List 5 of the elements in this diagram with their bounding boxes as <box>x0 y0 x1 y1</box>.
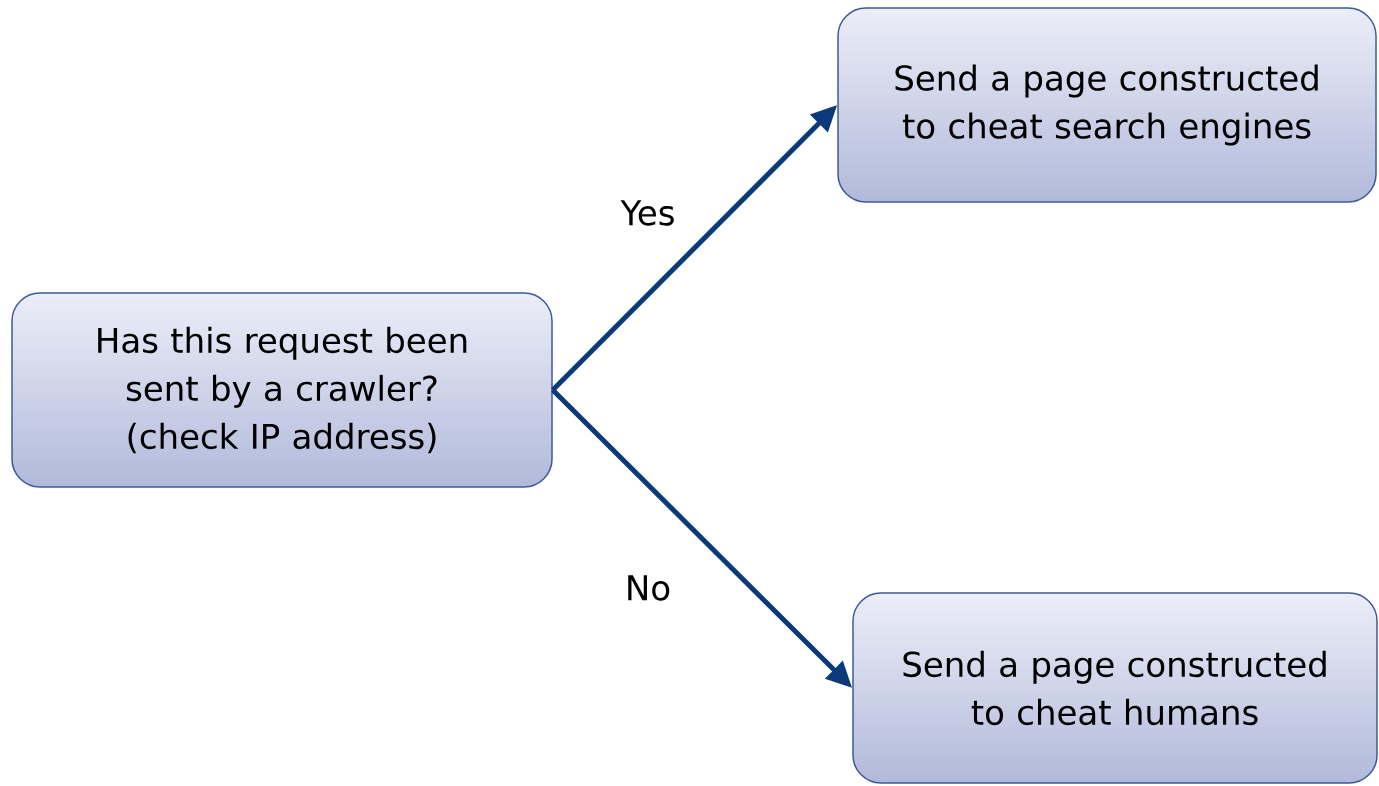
process-box: Send a page constructed to cheat humans <box>852 592 1378 784</box>
edge-label: No <box>628 575 670 601</box>
process-box: Has this request been sent by a crawler? (check IP address) <box>11 292 553 488</box>
edge-label: Yes <box>620 200 674 226</box>
process-box: Send a page constructed to cheat search engines <box>837 7 1377 203</box>
